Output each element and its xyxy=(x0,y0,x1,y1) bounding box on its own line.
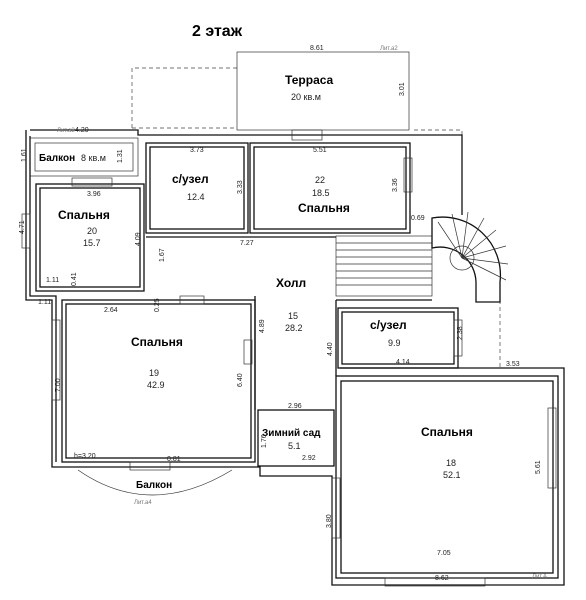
stairs xyxy=(335,235,433,297)
dim-label: 4.71 xyxy=(19,220,26,234)
bed19-name: Спальня xyxy=(131,335,183,349)
bed22-name: Спальня xyxy=(298,201,350,215)
terrace-outline xyxy=(131,51,410,131)
dim-label: 5.51 xyxy=(313,147,327,154)
dim-label: 3.36 xyxy=(392,178,399,192)
dim-label: h=3.20 xyxy=(74,453,96,460)
right-dashed-outline xyxy=(414,129,501,368)
terrace-name: Терраса xyxy=(285,73,334,87)
balcony-top-name: Балкон xyxy=(39,153,75,164)
sheet-ref: Лит.а4 xyxy=(134,500,152,506)
sheet-references: Лит.а2 Лит.а3 Лит.а4 Лит.А xyxy=(57,46,547,580)
room-walls xyxy=(35,142,559,579)
bed19-number: 19 xyxy=(149,368,159,378)
dim-label: 4.20 xyxy=(75,127,89,134)
wc-mid-name: с/узел xyxy=(370,318,407,332)
bed18-number: 18 xyxy=(446,458,456,468)
dimension-labels: 8.61 3.01 4.20 1.61 1.31 3.96 3.73 5.51 … xyxy=(19,45,542,582)
sheet-ref: Лит.А xyxy=(532,574,547,580)
garden-area: 5.1 xyxy=(288,441,301,451)
bed18-area: 52.1 xyxy=(443,470,461,480)
bed20-number: 20 xyxy=(87,226,97,236)
dim-label: 7.27 xyxy=(240,240,254,247)
hall-area: 28.2 xyxy=(285,323,303,333)
hall-number: 15 xyxy=(288,311,298,321)
bed22-area: 18.5 xyxy=(312,188,330,198)
plan-title: 2 этаж xyxy=(192,23,243,40)
hall-name: Холл xyxy=(276,276,306,290)
bed18-name: Спальня xyxy=(421,425,473,439)
dim-label: 7.05 xyxy=(437,550,451,557)
balcony-top-area: 8 кв.м xyxy=(81,153,106,163)
dim-label: 3.96 xyxy=(87,191,101,198)
dim-label: 6.40 xyxy=(237,373,244,387)
wc-top-name: с/узел xyxy=(172,172,209,186)
dim-label: 1.61 xyxy=(21,148,28,162)
balcony-bottom-arc xyxy=(77,469,233,496)
dim-label: 0.69 xyxy=(411,215,425,222)
dim-label: 1.67 xyxy=(159,248,166,262)
dim-label: 5.61 xyxy=(535,460,542,474)
dim-label: 3.53 xyxy=(506,361,520,368)
dim-label: 1.31 xyxy=(117,149,124,163)
dim-label: 3.80 xyxy=(326,514,333,528)
wc-mid-area: 9.9 xyxy=(388,338,401,348)
wc-top-area: 12.4 xyxy=(187,192,205,202)
bed20-area: 15.7 xyxy=(83,238,101,248)
terrace-area: 20 кв.м xyxy=(291,92,321,102)
dim-label: 2.96 xyxy=(288,403,302,410)
dim-label: 2.92 xyxy=(302,455,316,462)
dim-label: 4.09 xyxy=(135,232,142,246)
windows xyxy=(21,129,557,587)
dim-label: 2.38 xyxy=(457,326,464,340)
dim-label: 4.14 xyxy=(396,359,410,366)
dim-label: 3.73 xyxy=(190,147,204,154)
balcony-bottom-name: Балкон xyxy=(136,480,172,491)
sheet-ref: Лит.а3 xyxy=(57,128,75,134)
bed20-name: Спальня xyxy=(58,208,110,222)
dim-label: 8.62 xyxy=(435,575,449,582)
dim-label: 4.89 xyxy=(259,319,266,333)
spiral-stair xyxy=(431,211,509,303)
dim-label: 0.25 xyxy=(154,298,161,312)
bed19-area: 42.9 xyxy=(147,380,165,390)
dim-label: 1.11 xyxy=(38,299,51,306)
dim-label: 1.76 xyxy=(261,434,268,448)
dim-label: 0.41 xyxy=(71,272,78,286)
dim-label: 0.81 xyxy=(167,456,181,463)
dim-label: 2.64 xyxy=(104,307,118,314)
dim-label: 8.61 xyxy=(310,45,324,52)
dim-label: 3.01 xyxy=(399,82,406,96)
dim-label: 7.00 xyxy=(55,378,62,392)
room-labels: Терраса 20 кв.м Балкон 8 кв.м с/узел 12.… xyxy=(39,73,473,491)
outer-walls xyxy=(25,129,565,586)
bed22-number: 22 xyxy=(315,175,325,185)
dim-label: 3.33 xyxy=(237,180,244,194)
dim-label: 1.11 xyxy=(46,277,59,284)
garden-name: Зимний сад xyxy=(262,428,321,439)
dim-label: 4.40 xyxy=(327,342,334,356)
sheet-ref: Лит.а2 xyxy=(380,46,398,52)
